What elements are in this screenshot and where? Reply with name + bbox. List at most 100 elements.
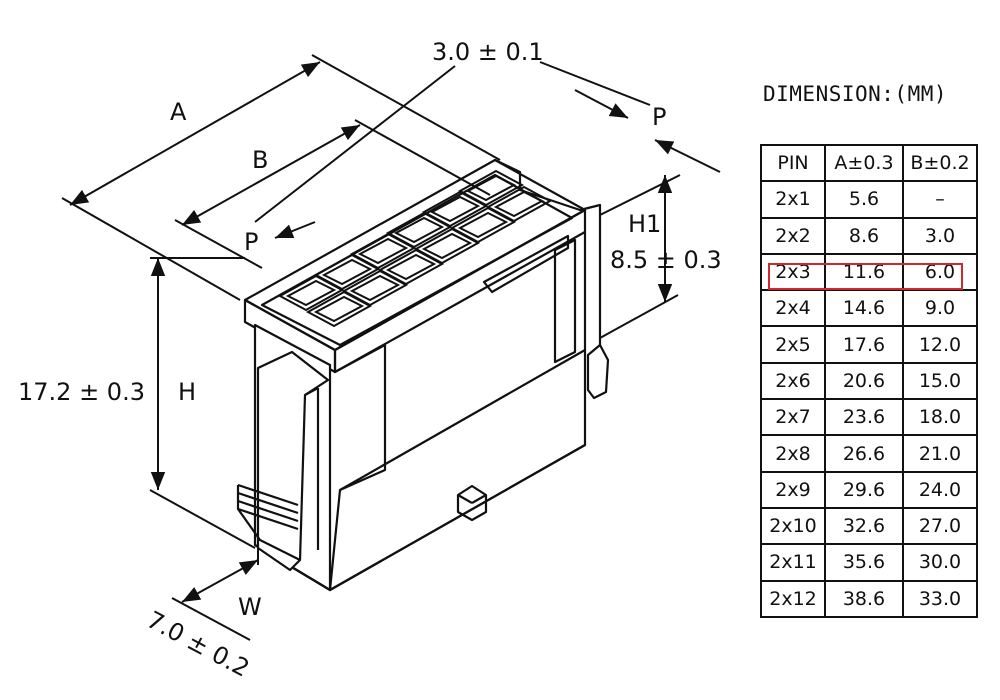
a-cell: 11.6 — [824, 252, 904, 292]
pin-cavity-inner — [493, 190, 545, 218]
section-label-p2: P — [652, 103, 666, 131]
a-cell: 29.6 — [824, 470, 904, 509]
height-value-label: 17.2 ± 0.3 — [18, 378, 145, 406]
pin-cavity — [349, 232, 417, 270]
pin-cavity-inner — [349, 274, 401, 302]
pin-cavity-inner — [313, 295, 365, 323]
ext-line-a1 — [61, 197, 241, 301]
pin-cell: 2x2 — [760, 216, 826, 255]
section-arrow-p2 — [574, 89, 629, 119]
pin-cavities — [277, 169, 553, 328]
a-cell: 14.6 — [824, 289, 904, 328]
ext-line-b2 — [354, 119, 491, 196]
pin-cell: 2x4 — [760, 289, 826, 328]
dim-label-h: H — [178, 378, 196, 406]
pin-cavity-inner — [457, 211, 509, 239]
b-cell: 18.0 — [902, 398, 978, 437]
a-cell: 5.6 — [824, 180, 904, 219]
connector-body — [236, 158, 610, 592]
b-cell: 6.0 — [902, 252, 978, 292]
pin-cell: 2x7 — [760, 398, 826, 437]
dimension-title: DIMENSION:(MM) — [763, 82, 948, 106]
section-label-p1: P — [244, 228, 258, 256]
ext-line-h2 — [149, 489, 256, 549]
polarization-key — [456, 484, 488, 522]
front-block — [334, 343, 387, 492]
pin-cell: 2x10 — [760, 506, 826, 546]
pin-cavity-inner — [357, 237, 409, 265]
connector-drawing: 3.0 ± 0.1 A B P P H1 8.5 ± 0.3 17.2 ± 0.… — [18, 38, 722, 683]
b-cell: 21.0 — [902, 434, 978, 473]
ext-line-h1a — [599, 174, 681, 216]
b-cell: – — [902, 180, 978, 219]
dim-line-b — [181, 124, 361, 226]
dim-label-w: W — [238, 593, 262, 621]
b-cell: 30.0 — [902, 543, 978, 582]
rear-post — [553, 238, 577, 364]
a-cell: 38.6 — [824, 579, 904, 618]
pin-cavity — [377, 248, 445, 286]
pin-cavity-inner — [421, 232, 473, 260]
pin-cavity — [413, 227, 481, 265]
table-header-row: PIN A±0.3 B±0.2 — [760, 143, 978, 183]
a-cell: 20.6 — [824, 361, 904, 401]
pin-cavity — [457, 169, 525, 207]
pitch-label: 3.0 ± 0.1 — [432, 38, 544, 66]
pin-cavity-inner — [393, 216, 445, 244]
pin-cell: 2x3 — [760, 252, 826, 292]
a-cell: 23.6 — [824, 398, 904, 437]
a-cell: 8.6 — [824, 216, 904, 255]
pin-cavity — [449, 206, 517, 244]
pin-cell: 2x1 — [760, 180, 826, 219]
key-edge — [457, 494, 473, 504]
a-cell: 26.6 — [824, 434, 904, 473]
pin-cavity — [313, 253, 381, 291]
b-cell: 12.0 — [902, 325, 978, 364]
latch-edge — [304, 387, 319, 396]
a-cell: 32.6 — [824, 506, 904, 546]
header-a: A±0.3 — [824, 143, 904, 183]
b-cell: 33.0 — [902, 579, 978, 618]
ext-line-top-right — [654, 139, 721, 173]
pin-cavity — [305, 290, 373, 328]
pin-cell: 2x11 — [760, 543, 826, 582]
pitch-underline — [539, 61, 651, 106]
latch-bump — [586, 343, 610, 400]
dim-label-b: B — [252, 146, 268, 174]
side-face — [328, 348, 587, 592]
pin-cavity-inner — [465, 174, 517, 202]
b-cell: 15.0 — [902, 361, 978, 401]
pin-cavity — [277, 274, 345, 312]
dim-label-h1: H1 — [628, 210, 661, 238]
pin-cavity-inner — [429, 195, 481, 223]
pin-cavity — [341, 269, 409, 307]
pin-cell: 2x12 — [760, 579, 826, 618]
ext-line-h1b — [599, 294, 679, 339]
a-cell: 35.6 — [824, 543, 904, 582]
pin-cell: 2x9 — [760, 470, 826, 509]
b-cell: 27.0 — [902, 506, 978, 546]
latch-arm — [256, 350, 330, 572]
dim-label-a: A — [170, 98, 187, 126]
b-cell: 9.0 — [902, 289, 978, 328]
b-cell: 24.0 — [902, 470, 978, 509]
pin-cavity-inner — [285, 279, 337, 307]
header-b: B±0.2 — [902, 143, 978, 183]
pin-cavity-inner — [321, 258, 373, 286]
pin-cell: 2x5 — [760, 325, 826, 364]
pin-cell: 2x6 — [760, 361, 826, 401]
pitch-leader — [254, 65, 456, 223]
h1-value-label: 8.5 ± 0.3 — [610, 246, 722, 274]
latch-grips — [236, 483, 301, 561]
side-rib — [482, 234, 570, 294]
